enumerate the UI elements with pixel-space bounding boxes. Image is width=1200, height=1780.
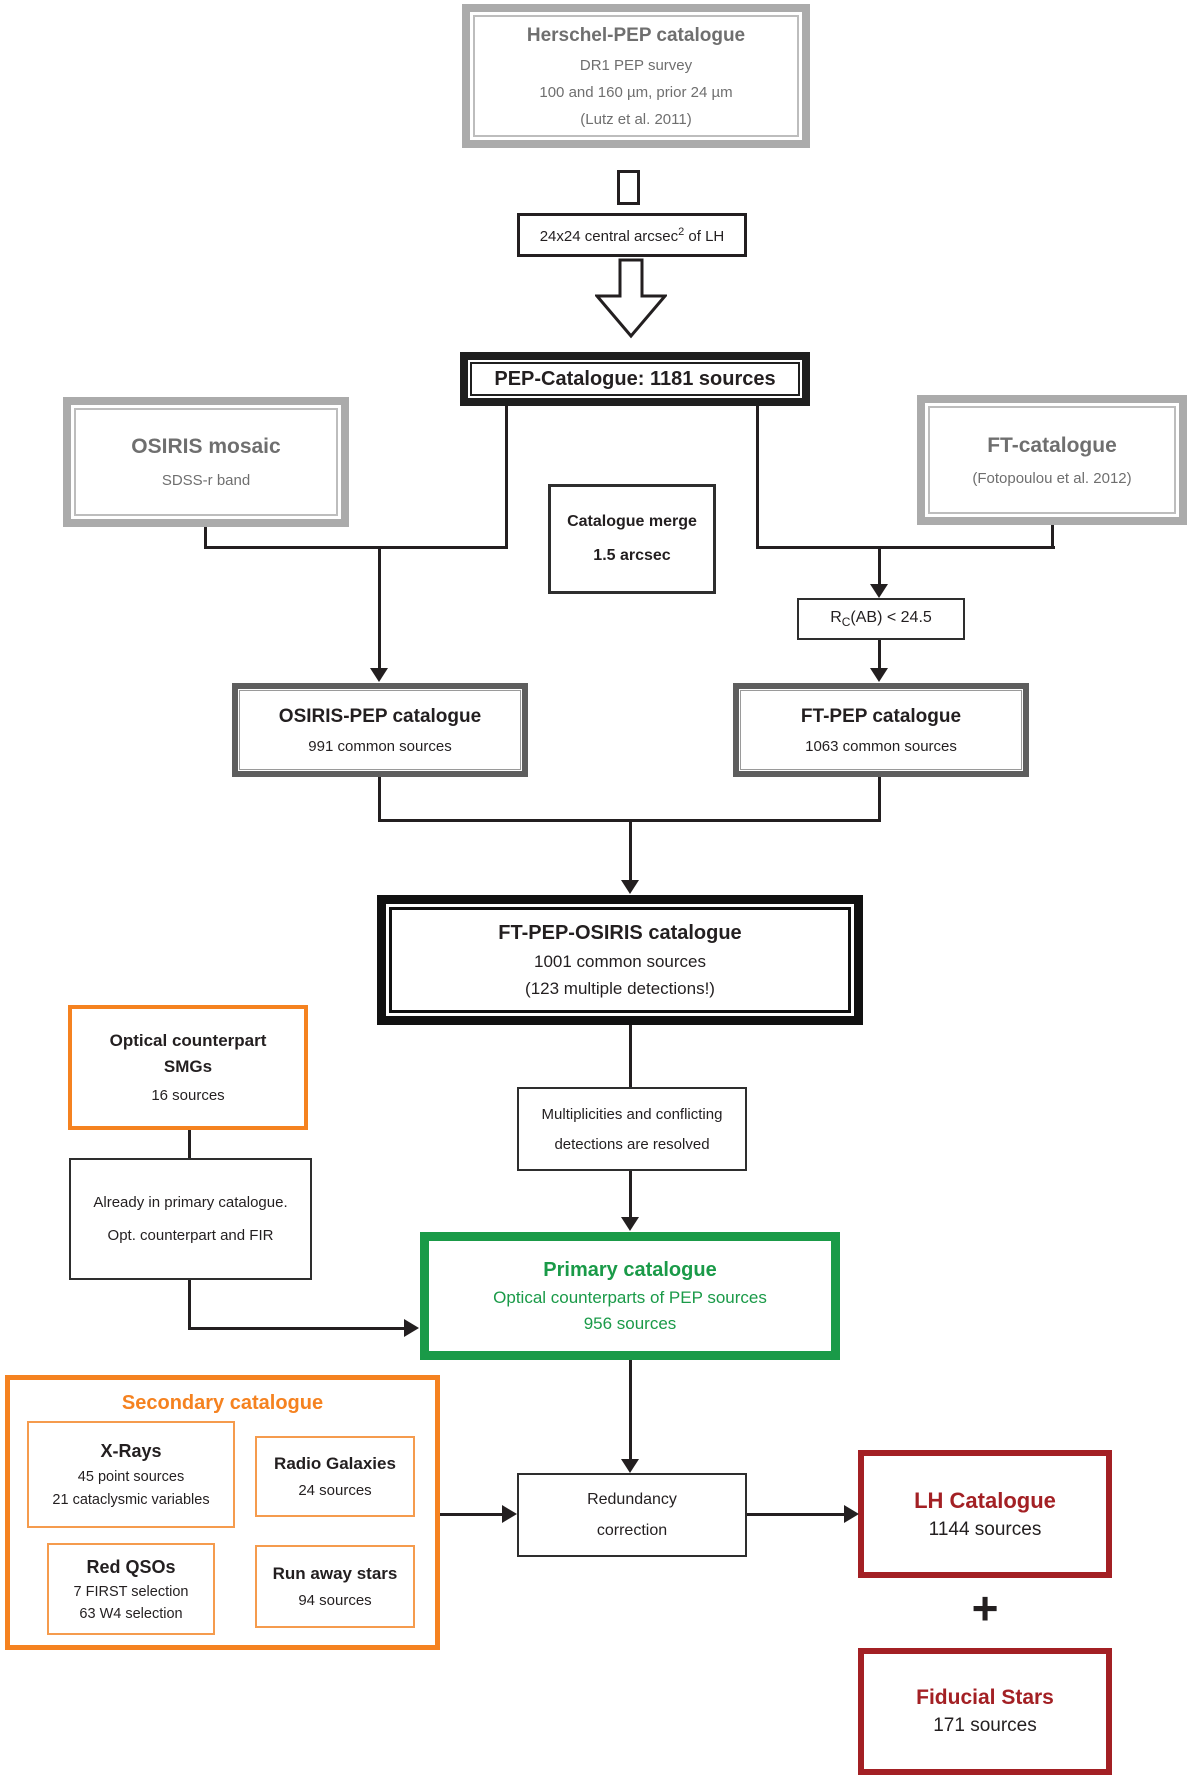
primary-catalogue-box: Primary catalogue Optical counterparts o… <box>420 1232 840 1360</box>
redundancy-line-1: Redundancy <box>587 1490 677 1508</box>
runaway-stars-title: Run away stars <box>272 1564 398 1583</box>
connector-redundancy-to-lh <box>747 1513 844 1516</box>
already-line-2: Opt. counterpart and FIR <box>107 1227 274 1244</box>
connector-secondary-to-redundancy <box>440 1513 502 1516</box>
ft-pep-osiris-line-2: (123 multiple detections!) <box>525 978 715 998</box>
arrowhead-already-into-primary <box>404 1319 419 1337</box>
red-qsos-line-2: 63 W4 selection <box>79 1605 183 1622</box>
ft-pep-title: FT-PEP catalogue <box>800 705 962 727</box>
xrays-line-2: 21 cataclysmic variables <box>52 1492 210 1508</box>
ft-pep-osiris-title: FT-PEP-OSIRIS catalogue <box>498 921 742 944</box>
redundancy-box: Redundancy correction <box>517 1473 747 1557</box>
osiris-pep-catalogue-box: OSIRIS-PEP catalogue 991 common sources <box>232 683 528 777</box>
catalogue-merge-line-1: Catalogue merge <box>567 513 697 530</box>
radio-galaxies-title: Radio Galaxies <box>274 1454 396 1473</box>
herschel-line-3: (Lutz et al. 2011) <box>580 110 692 128</box>
radio-galaxies-box: Radio Galaxies 24 sources <box>255 1436 415 1517</box>
connector-already-to-primary <box>188 1327 404 1330</box>
primary-line-2: 956 sources <box>583 1313 677 1333</box>
xrays-title: X-Rays <box>100 1441 162 1461</box>
herschel-line-1: DR1 PEP survey <box>579 56 693 74</box>
connector-already-drop <box>188 1280 191 1330</box>
runaway-stars-box: Run away stars 94 sources <box>255 1545 415 1628</box>
arrow-shaft-rect <box>617 170 640 205</box>
osiris-mosaic-box: OSIRIS mosaic SDSS-r band <box>63 397 349 527</box>
connector-to-ftpo <box>629 819 632 881</box>
crop-region-box: 24x24 central arcsec2 of LH <box>517 213 747 257</box>
redundancy-line-2: correction <box>596 1521 668 1539</box>
rc-cut-box: RC(AB) < 24.5 <box>797 598 965 640</box>
smg-title-line-1: Optical counterpart <box>109 1031 267 1050</box>
smg-subtitle: 16 sources <box>151 1087 225 1104</box>
primary-line-1: Optical counterparts of PEP sources <box>493 1287 767 1307</box>
lh-catalogue-title: LH Catalogue <box>914 1487 1056 1513</box>
arrowhead-into-osiris-pep <box>370 668 388 682</box>
connector-rc-to-ftpep <box>878 640 881 670</box>
pep-catalogue-box: PEP-Catalogue: 1181 sources <box>460 352 810 406</box>
already-line-1: Already in primary catalogue. <box>93 1194 288 1211</box>
ft-pep-osiris-line-1: 1001 common sources <box>534 951 706 971</box>
runaway-stars-subtitle: 94 sources <box>298 1592 372 1609</box>
osiris-mosaic-subtitle: SDSS-r band <box>161 472 251 489</box>
ft-pep-catalogue-box: FT-PEP catalogue 1063 common sources <box>733 683 1029 777</box>
multiplicities-line-2: detections are resolved <box>554 1135 710 1153</box>
lh-catalogue-subtitle: 1144 sources <box>928 1518 1042 1540</box>
crop-region-label: 24x24 central arcsec2 of LH <box>539 225 725 245</box>
connector-to-rc <box>878 546 881 586</box>
smg-title-line-2: SMGs <box>163 1057 213 1076</box>
xrays-line-1: 45 point sources <box>77 1469 185 1485</box>
osiris-pep-title: OSIRIS-PEP catalogue <box>278 705 482 727</box>
multiplicities-line-1: Multiplicities and conflicting <box>541 1105 723 1123</box>
rc-cut-label: RC(AB) < 24.5 <box>830 608 932 630</box>
fiducial-stars-title: Fiducial Stars <box>916 1686 1054 1709</box>
lh-catalogue-box: LH Catalogue 1144 sources <box>858 1450 1112 1578</box>
connector-left-merge-bar <box>204 546 508 549</box>
catalogue-merge-line-2: 1.5 arcsec <box>593 547 671 564</box>
pep-catalogue-title: PEP-Catalogue: 1181 sources <box>494 367 776 390</box>
multiplicities-box: Multiplicities and conflicting detection… <box>517 1087 747 1171</box>
connector-ftpep-down <box>878 777 881 822</box>
herschel-pep-box: Herschel-PEP catalogue DR1 PEP survey 10… <box>462 4 810 148</box>
herschel-line-2: 100 and 160 µm, prior 24 µm <box>539 83 733 101</box>
connector-to-osiris-pep <box>378 546 381 670</box>
connector-osiris-stub <box>204 525 207 549</box>
arrowhead-into-ft-pep <box>870 668 888 682</box>
arrowhead-secondary-into-redundancy <box>502 1505 517 1523</box>
red-qsos-title: Red QSOs <box>86 1556 176 1577</box>
arrowhead-into-redundancy <box>621 1459 639 1473</box>
osiris-pep-subtitle: 991 common sources <box>308 737 452 755</box>
osiris-mosaic-title: OSIRIS mosaic <box>131 435 281 458</box>
xrays-box: X-Rays 45 point sources 21 cataclysmic v… <box>27 1421 235 1528</box>
red-qsos-line-1: 7 FIRST selection <box>73 1583 189 1600</box>
connector-right-merge-bar <box>756 546 1055 549</box>
ft-catalogue-title: FT-catalogue <box>987 433 1117 457</box>
connector-pep-left-drop <box>505 403 508 548</box>
smg-box: Optical counterpart SMGs 16 sources <box>68 1005 308 1130</box>
catalogue-merge-box: Catalogue merge 1.5 arcsec <box>548 484 716 594</box>
fiducial-stars-subtitle: 171 sources <box>933 1715 1037 1736</box>
ft-pep-osiris-box: FT-PEP-OSIRIS catalogue 1001 common sour… <box>377 895 863 1025</box>
ft-catalogue-subtitle: (Fotopoulou et al. 2012) <box>972 469 1132 487</box>
connector-osirispep-down <box>378 777 381 822</box>
arrowhead-into-rc <box>870 584 888 598</box>
connector-smg-stub <box>188 1130 191 1160</box>
herschel-title: Herschel-PEP catalogue <box>526 24 746 46</box>
fiducial-stars-box: Fiducial Stars 171 sources <box>858 1648 1112 1775</box>
secondary-title: Secondary catalogue <box>121 1392 324 1414</box>
plus-sign: + <box>971 1582 999 1634</box>
red-qsos-box: Red QSOs 7 FIRST selection 63 W4 selecti… <box>47 1543 215 1635</box>
ft-pep-subtitle: 1063 common sources <box>805 737 957 755</box>
connector-ft-stub <box>1051 523 1054 549</box>
arrowhead-into-ftpo <box>621 880 639 894</box>
already-in-primary-box: Already in primary catalogue. Opt. count… <box>69 1158 312 1280</box>
primary-title: Primary catalogue <box>543 1258 717 1281</box>
arrowhead-into-primary <box>621 1217 639 1231</box>
ft-catalogue-box: FT-catalogue (Fotopoulou et al. 2012) <box>917 395 1187 525</box>
arrowhead-into-lh <box>844 1505 859 1523</box>
big-down-arrow-icon <box>595 258 667 339</box>
connector-pep-right-drop <box>756 403 759 548</box>
connector-primary-to-redundancy <box>629 1360 632 1460</box>
radio-galaxies-subtitle: 24 sources <box>298 1482 372 1499</box>
